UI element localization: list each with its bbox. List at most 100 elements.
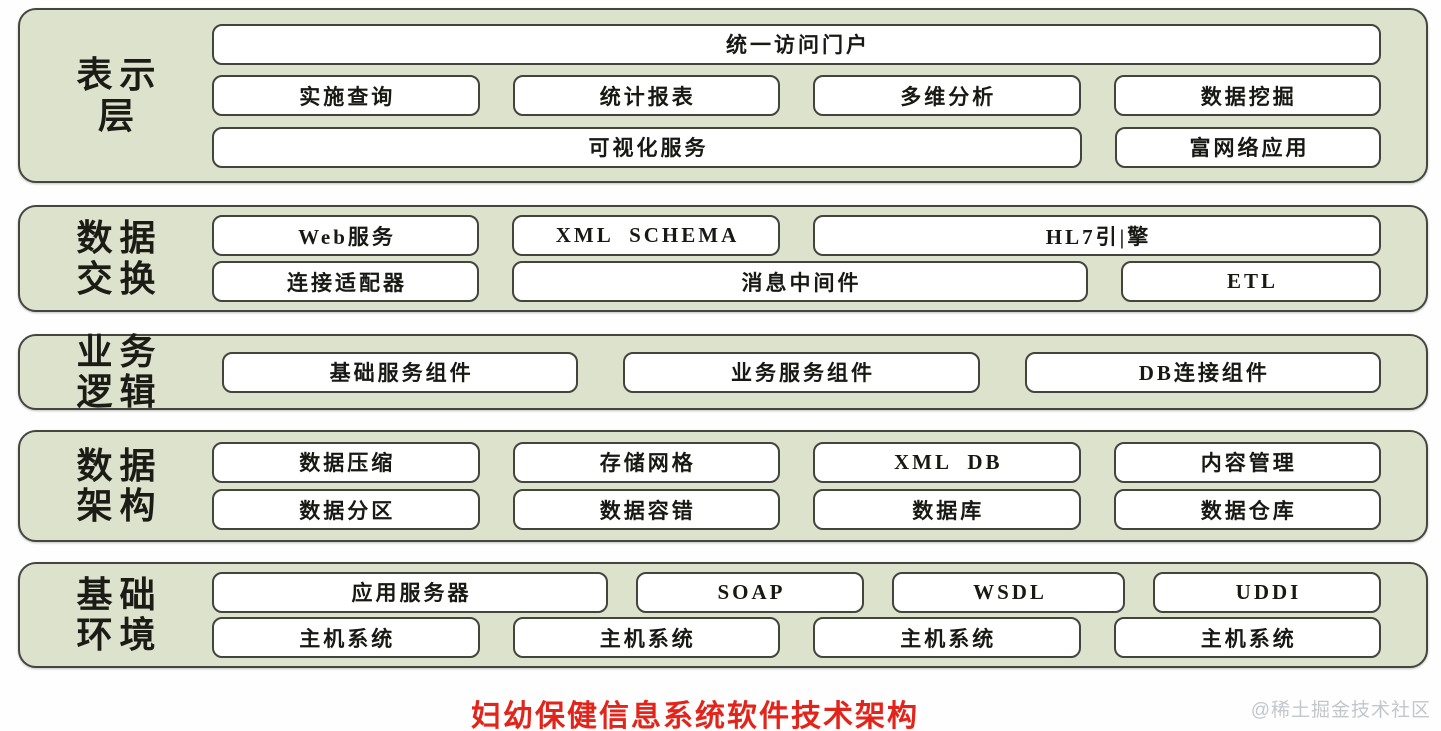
- layer-presentation-content: 统一访问门户 实施查询 统计报表 多维分析 数据挖掘 可视化服务 富网络应用: [212, 10, 1426, 181]
- component-label: 内容管理: [1200, 451, 1297, 476]
- layer-infrastructure: 基础 环境 应用服务器 SOAP WSDL UDDI 主机系统 主机系统 主机系…: [18, 562, 1428, 668]
- component-label: 业务服务组件: [730, 361, 875, 385]
- component-label: 统计报表: [599, 84, 696, 109]
- component-label: 主机系统: [1200, 626, 1297, 651]
- component-label: 连接适配器: [287, 270, 407, 295]
- component-label: 数据容错: [599, 498, 696, 523]
- component-box-xml-db: XML DB: [813, 441, 1081, 483]
- component-box-statistical-reports: 统计报表: [512, 75, 780, 116]
- layer-label-line1: 基础: [76, 574, 163, 615]
- component-box-data-fault-tolerance: 数据容错: [512, 489, 780, 531]
- component-box-rich-network-application: 富网络应用: [1115, 126, 1381, 168]
- layer-label-line2: 逻辑: [76, 372, 163, 412]
- component-row: 可视化服务 富网络应用: [212, 126, 1381, 168]
- component-box-visualization-service: 可视化服务: [212, 126, 1082, 168]
- component-label: 主机系统: [599, 626, 696, 651]
- layer-label-line1: 业务: [76, 331, 163, 372]
- layer-presentation: 表示 层 统一访问门户 实施查询 统计报表 多维分析 数据挖掘 可视化服务 富网…: [18, 8, 1428, 183]
- layer-business-logic-label: 业务 逻辑: [20, 332, 212, 412]
- component-label: ETL: [1226, 269, 1279, 293]
- component-row: 主机系统 主机系统 主机系统 主机系统: [212, 617, 1381, 659]
- component-row: 连接适配器 消息中间件 ETL: [212, 261, 1381, 302]
- layer-business-logic: 业务 逻辑 基础服务组件 业务服务组件 DB连接组件: [18, 332, 1428, 412]
- component-label: 统一访问门户: [726, 33, 870, 57]
- layer-label-line1: 表示: [76, 55, 163, 96]
- component-label: 多维分析: [900, 84, 997, 109]
- layer-data-architecture-label: 数据 架构: [20, 432, 212, 540]
- component-label: SOAP: [717, 579, 786, 604]
- layer-infrastructure-label: 基础 环境: [20, 564, 212, 666]
- component-label: 富网络应用: [1189, 136, 1310, 160]
- component-label: 消息中间件: [741, 270, 862, 295]
- component-label: XML DB: [893, 449, 1003, 474]
- component-box-xml-schema: XML SCHEMA: [512, 215, 780, 256]
- component-box-storage-grid: 存储网格: [512, 441, 780, 483]
- layer-label-line2: 层: [97, 95, 141, 136]
- component-box-database: 数据库: [813, 489, 1081, 531]
- component-row: 基础服务组件 业务服务组件 DB连接组件: [212, 351, 1381, 393]
- component-box-hl7-engine: HL7引|擎: [813, 215, 1381, 256]
- component-box-implementation-query: 实施查询: [212, 75, 480, 116]
- layer-label-line2: 交换: [76, 258, 163, 299]
- layer-data-exchange-label: 数据 交换: [20, 207, 212, 310]
- component-box-data-warehouse: 数据仓库: [1113, 489, 1381, 531]
- component-box-host-system-3: 主机系统: [813, 617, 1081, 659]
- layer-presentation-label: 表示 层: [20, 10, 212, 181]
- component-label: WSDL: [973, 579, 1047, 604]
- layer-data-architecture-content: 数据压缩 存储网格 XML DB 内容管理 数据分区 数据容错 数据库 数据仓库: [212, 432, 1426, 540]
- component-box-multidimensional-analysis: 多维分析: [813, 75, 1081, 116]
- component-label: 数据分区: [299, 498, 396, 523]
- component-label: UDDI: [1235, 579, 1302, 604]
- component-row: 实施查询 统计报表 多维分析 数据挖掘: [212, 75, 1381, 116]
- component-label: 数据压缩: [299, 451, 396, 476]
- component-box-business-service-components: 业务服务组件: [623, 351, 980, 393]
- component-box-message-middleware: 消息中间件: [512, 261, 1088, 302]
- component-label: 应用服务器: [351, 581, 472, 606]
- layer-label-line2: 架构: [76, 486, 163, 526]
- component-label: 主机系统: [299, 626, 396, 651]
- component-box-data-mining: 数据挖掘: [1113, 75, 1381, 116]
- layer-label-line2: 环境: [76, 615, 163, 655]
- component-box-uddi: UDDI: [1153, 571, 1381, 613]
- component-box-soap: SOAP: [636, 571, 864, 613]
- layer-infrastructure-content: 应用服务器 SOAP WSDL UDDI 主机系统 主机系统 主机系统 主机系统: [212, 564, 1426, 666]
- layer-data-architecture: 数据 架构 数据压缩 存储网格 XML DB 内容管理 数据分区 数据容错 数据…: [18, 430, 1428, 542]
- component-row: Web服务 XML SCHEMA HL7引|擎: [212, 215, 1381, 256]
- component-box-db-connection-components: DB连接组件: [1024, 351, 1381, 393]
- component-box-host-system-4: 主机系统: [1113, 617, 1381, 659]
- component-label: Web服务: [298, 224, 396, 249]
- component-box-basic-service-components: 基础服务组件: [222, 351, 579, 393]
- component-row: 统一访问门户: [212, 23, 1381, 65]
- component-label: 数据挖掘: [1200, 84, 1297, 109]
- component-box-web-service: Web服务: [212, 215, 479, 256]
- component-label: 主机系统: [900, 626, 997, 651]
- component-row: 数据压缩 存储网格 XML DB 内容管理: [212, 441, 1381, 483]
- component-box-wsdl: WSDL: [892, 571, 1125, 613]
- component-box-data-partitioning: 数据分区: [212, 489, 480, 531]
- layer-business-logic-content: 基础服务组件 业务服务组件 DB连接组件: [212, 336, 1426, 408]
- watermark-text: @稀土掘金技术社区: [1250, 700, 1431, 721]
- layer-data-exchange-content: Web服务 XML SCHEMA HL7引|擎 连接适配器 消息中间件 ETL: [212, 207, 1426, 310]
- component-label: 存储网格: [599, 451, 696, 476]
- diagram-title: 妇幼保健信息系统软件技术架构: [471, 700, 919, 731]
- component-box-etl: ETL: [1121, 261, 1381, 302]
- component-label: DB连接组件: [1138, 361, 1270, 385]
- component-label: 数据库: [912, 498, 985, 523]
- component-label: HL7引|擎: [1045, 224, 1152, 249]
- component-box-unified-access-portal: 统一访问门户: [212, 23, 1381, 65]
- component-label: 实施查询: [299, 84, 396, 109]
- component-row: 数据分区 数据容错 数据库 数据仓库: [212, 489, 1381, 531]
- component-box-application-server: 应用服务器: [212, 571, 608, 613]
- component-box-content-management: 内容管理: [1113, 441, 1381, 483]
- layer-label-line1: 数据: [76, 218, 163, 259]
- component-label: 基础服务组件: [329, 361, 474, 385]
- component-label: XML SCHEMA: [555, 223, 740, 247]
- component-box-host-system-1: 主机系统: [212, 617, 480, 659]
- component-row: 应用服务器 SOAP WSDL UDDI: [212, 571, 1381, 613]
- component-label: 可视化服务: [588, 136, 709, 160]
- component-box-data-compression: 数据压缩: [212, 441, 480, 483]
- component-box-connection-adapter: 连接适配器: [212, 261, 479, 302]
- component-box-host-system-2: 主机系统: [512, 617, 780, 659]
- layer-label-line1: 数据: [76, 445, 163, 486]
